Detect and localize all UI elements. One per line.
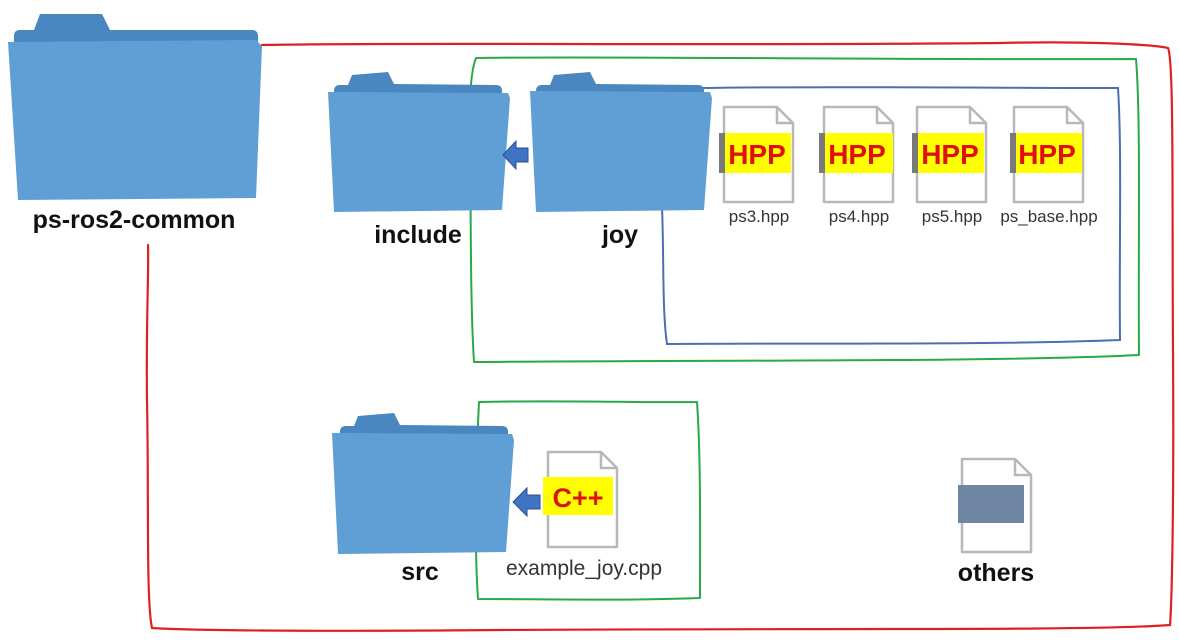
joy-group-outline xyxy=(661,86,1122,346)
joy-to-include-arrow xyxy=(502,139,529,171)
ps-base-file-icon[interactable]: HPP xyxy=(1010,105,1085,204)
ps4-badge: HPP xyxy=(828,139,886,170)
ps4-file-label: ps4.hpp xyxy=(828,207,890,226)
ps5-file-icon[interactable]: HPP xyxy=(912,105,988,204)
include-folder-label: include xyxy=(374,221,462,249)
root-folder-label: ps-ros2-common xyxy=(32,206,236,234)
example-badge: C++ xyxy=(552,483,603,513)
joy-folder-label: joy xyxy=(601,221,639,249)
ps5-badge: HPP xyxy=(921,139,979,170)
joy-folder-icon[interactable] xyxy=(530,72,712,212)
root-group-outline xyxy=(145,41,1175,632)
others-file-icon[interactable] xyxy=(958,457,1033,554)
root-folder-icon[interactable] xyxy=(8,14,262,200)
ps-base-badge: HPP xyxy=(1018,139,1076,170)
include-folder-icon[interactable] xyxy=(328,72,510,212)
ps3-file-label: ps3.hpp xyxy=(728,207,790,226)
ps-base-file-label: ps_base.hpp xyxy=(1000,207,1098,226)
ps4-file-icon[interactable]: HPP xyxy=(819,105,895,204)
src-folder-label: src xyxy=(401,558,439,586)
others-label: others xyxy=(957,559,1035,587)
example-to-src-arrow xyxy=(512,486,541,518)
src-folder-icon[interactable] xyxy=(332,413,514,554)
ps3-badge: HPP xyxy=(728,139,786,170)
example-file-icon[interactable]: C++ xyxy=(543,450,619,549)
ps3-file-icon[interactable]: HPP xyxy=(719,105,795,204)
ps5-file-label: ps5.hpp xyxy=(921,207,983,226)
example-file-label: example_joy.cpp xyxy=(505,557,663,580)
